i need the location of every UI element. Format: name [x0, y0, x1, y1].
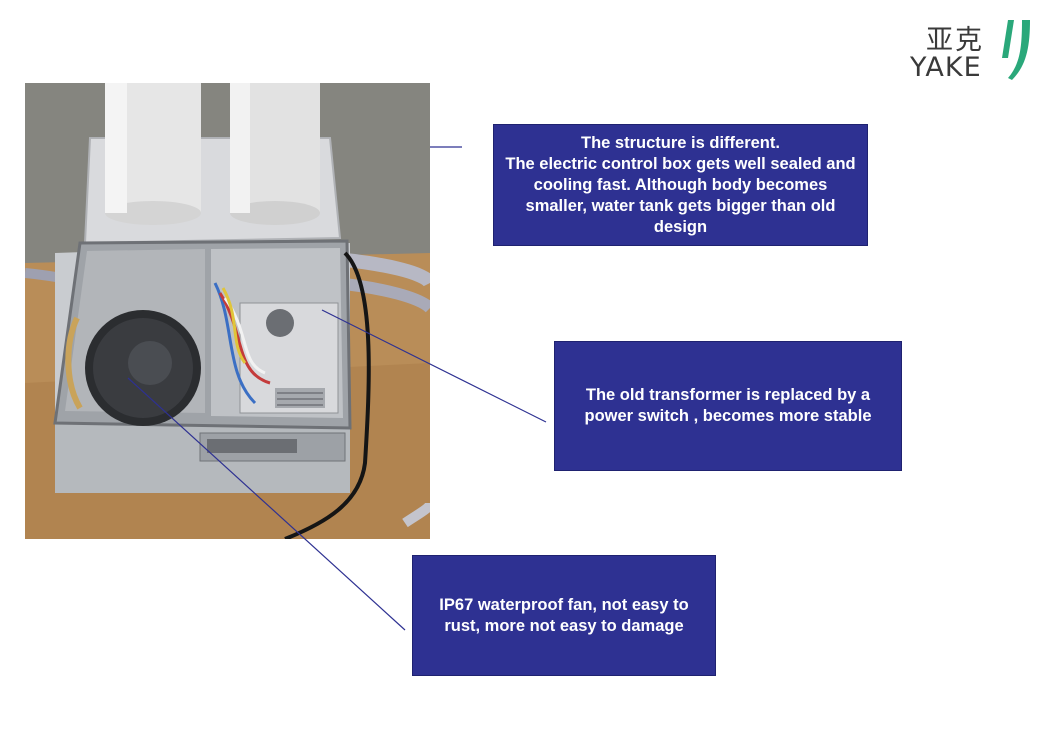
brand-logo: 亚克 YAKE	[910, 18, 1036, 83]
callout-structure: The structure is different. The electric…	[493, 124, 868, 246]
callout-transformer: The old transformer is replaced by a pow…	[554, 341, 902, 471]
logo-english-text: YAKE	[910, 52, 982, 83]
product-photo	[25, 83, 430, 539]
logo-mark-icon	[1002, 20, 1030, 80]
leader-line-transformer	[321, 309, 547, 423]
logo-chinese-text: 亚克	[926, 25, 984, 56]
leader-line-fan	[127, 377, 406, 631]
callout-fan: IP67 waterproof fan, not easy to rust, m…	[412, 555, 716, 676]
